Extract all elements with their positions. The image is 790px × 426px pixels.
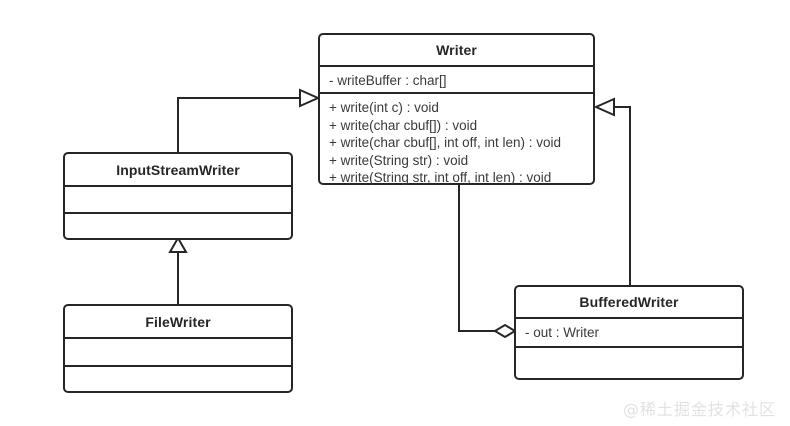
class-box-inputstreamwriter[interactable]: InputStreamWriter [63, 152, 293, 240]
class-attributes-inputstreamwriter [65, 187, 291, 214]
method-row: + write(char cbuf[], int off, int len) :… [329, 135, 561, 151]
class-title-filewriter: FileWriter [65, 306, 291, 339]
method-row: + write(String str, int off, int len) : … [329, 170, 552, 186]
edge-bufferedwriter-aggregates-writer [458, 185, 517, 339]
class-title-inputstreamwriter: InputStreamWriter [65, 154, 291, 187]
class-box-filewriter[interactable]: FileWriter [63, 304, 293, 393]
method-row: + write(String str) : void [329, 152, 469, 168]
edge-filewriter-extends-inputstreamwriter [168, 235, 188, 305]
attribute-row: - writeBuffer : char[] [329, 73, 447, 88]
class-methods-writer: + write(int c) : void + write(char cbuf[… [320, 94, 593, 193]
watermark-text: @稀土掘金技术社区 [622, 400, 776, 419]
attribute-row: - out : Writer [525, 325, 600, 340]
class-title-writer: Writer [320, 35, 593, 67]
edge-inputstreamwriter-extends-writer [177, 88, 321, 153]
method-row: + write(int c) : void [329, 100, 439, 115]
class-attributes-filewriter [65, 339, 291, 367]
class-box-writer[interactable]: Writer - writeBuffer : char[] + write(in… [318, 33, 595, 185]
method-row: + write(char cbuf[]) : void [329, 117, 478, 133]
class-box-bufferedwriter[interactable]: BufferedWriter - out : Writer [514, 285, 744, 380]
class-title-bufferedwriter: BufferedWriter [516, 287, 742, 319]
edge-bufferedwriter-extends-writer [593, 97, 631, 286]
class-attributes-bufferedwriter: - out : Writer [516, 319, 742, 348]
class-attributes-writer: - writeBuffer : char[] [320, 67, 593, 94]
